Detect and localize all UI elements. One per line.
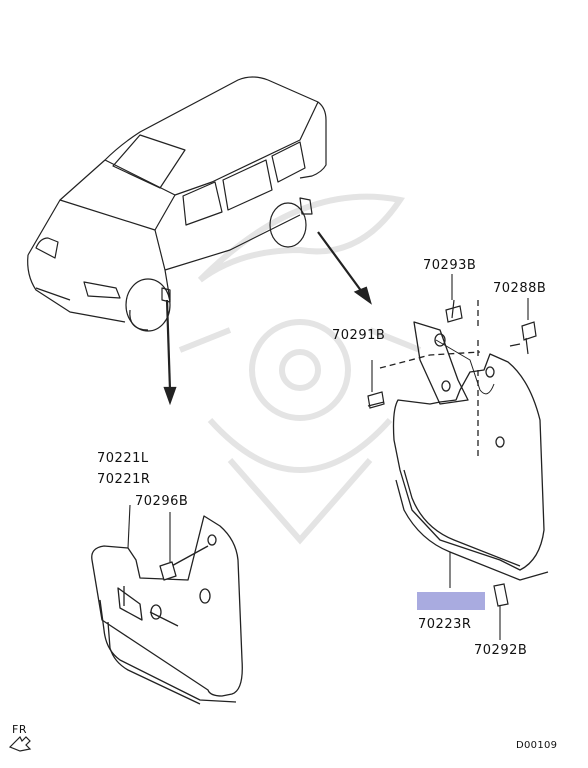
label-70292b: 70292B [474,643,528,658]
fasteners [169,274,537,640]
label-70221l: 70221L [97,451,149,466]
leader-arrows [163,231,372,406]
right-mudguard [379,300,549,588]
label-70296b: 70296B [135,494,189,509]
diagram-code: D00109 [516,740,558,751]
label-70221r: 70221R [97,472,151,487]
label-70288b: 70288B [493,281,547,296]
front-direction-arrow-icon [8,735,32,752]
watermark-logo [178,193,422,545]
label-70223r: 70223R [418,617,472,632]
left-mudguard [91,504,243,705]
highlight-box [417,592,485,610]
vehicle-outline [27,76,327,332]
label-70293b: 70293B [423,258,477,273]
direction-label: FR [12,723,27,736]
label-70291b: 70291B [332,328,386,343]
